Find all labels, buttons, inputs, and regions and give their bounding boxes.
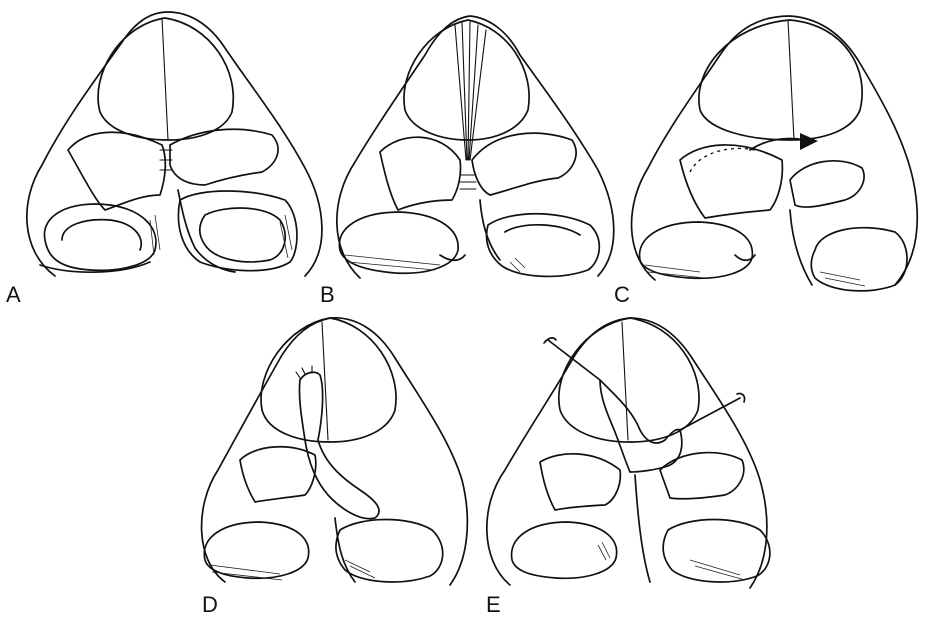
panel-a-right-lateral-crus [170, 129, 278, 185]
panel-label-c: C [614, 284, 630, 306]
panel-d-transposed-crus [299, 372, 379, 518]
panel-c-tip-lobule [699, 20, 862, 140]
panel-c-right-lateral-crus [790, 161, 864, 207]
panel-e-tip-lobule [559, 318, 699, 442]
panel-c-outer-outline [632, 16, 918, 285]
panel-c-arrow-head [800, 133, 818, 150]
panel-c-left-lateral-crus [680, 145, 782, 218]
panel-e-skin-hook-right [680, 398, 740, 430]
panel-b-left-nostril [339, 212, 458, 273]
panel-label-a: A [6, 284, 21, 306]
panel-label-e: E [486, 594, 501, 616]
panel-b-right-nostril [487, 214, 600, 277]
panel-label-d: D [202, 594, 218, 616]
panel-e-outer-outline [487, 318, 767, 588]
panel-a-drawing [27, 12, 322, 276]
panel-b-drawing [337, 16, 614, 278]
panel-d-drawing [202, 318, 468, 585]
panel-d-right-nostril [336, 520, 443, 582]
panel-e-right-lateral-crus [660, 453, 744, 499]
panel-d-left-nostril [204, 522, 308, 578]
panel-label-b: B [320, 284, 335, 306]
panel-b-left-lateral-crus [380, 137, 461, 210]
panel-c-drawing [632, 16, 918, 291]
panel-e-skin-hook-left [548, 340, 600, 380]
panel-c-left-nostril [640, 222, 753, 278]
panel-e-elevated-crus [600, 380, 682, 472]
panel-b-tip-lobule [404, 20, 529, 140]
panel-e-right-nostril [663, 520, 770, 582]
panel-b-outer-outline [337, 16, 614, 278]
panel-e-left-lateral-crus [540, 454, 620, 510]
panel-c-right-nostril [811, 228, 907, 291]
panel-a-left-lateral-crus [68, 132, 165, 210]
panel-e-drawing [487, 318, 770, 588]
panel-b-right-lateral-crus [472, 133, 576, 195]
panel-d-tip-lobule [261, 318, 396, 442]
panel-a-tip-lobule [98, 18, 233, 140]
panel-a-right-nostril [178, 191, 297, 271]
panel-d-outer-outline [202, 318, 468, 585]
panel-d-left-lateral-crus [240, 447, 316, 502]
